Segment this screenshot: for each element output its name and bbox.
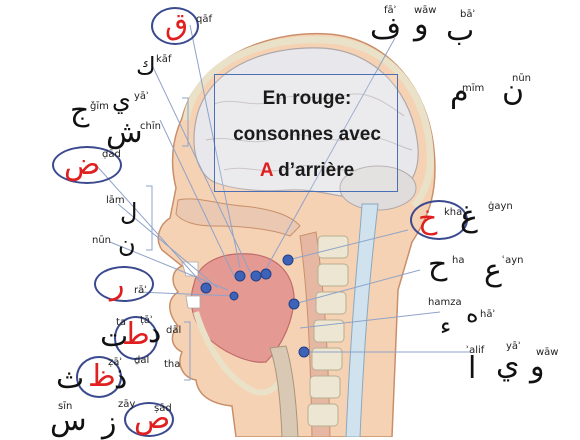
articulation-point	[229, 291, 239, 301]
skull-bone	[182, 36, 434, 209]
label-gayn: ġayn	[488, 201, 513, 212]
label-zay: zāy	[118, 399, 136, 410]
letter-nun-top: ن	[502, 73, 525, 108]
label-ha-end: hāʾ	[480, 309, 496, 320]
nasal-cavity	[175, 198, 301, 237]
articulation-point	[288, 298, 300, 310]
letter-ta: ت	[100, 319, 129, 354]
articulation-point	[250, 270, 262, 282]
letter-za: ظ	[88, 359, 116, 394]
label-zal: ḏal	[134, 355, 150, 366]
articulation-point	[234, 270, 246, 282]
label-tha: tha	[164, 359, 181, 370]
letter-ba: ب	[446, 13, 475, 48]
articulation-point	[200, 282, 212, 294]
label-dal: dāl	[166, 325, 182, 336]
label-ba: bāʾ	[460, 9, 476, 20]
articulation-points	[200, 254, 310, 358]
larynx	[269, 345, 299, 437]
letter-zal: ذ	[114, 361, 128, 396]
letter-dal: د	[148, 315, 162, 350]
ring-kha	[410, 200, 468, 240]
ring-ta-emph	[114, 316, 158, 360]
label-kha: kha	[444, 207, 463, 218]
label-ta-emph: ṭāʾ	[140, 315, 154, 326]
letter-kha: خ	[418, 201, 438, 236]
label-lam: lām	[106, 195, 125, 206]
letter-kaf: ك	[136, 52, 156, 80]
letter-zay: ز	[102, 405, 117, 440]
letter-ha-light: ح	[428, 247, 448, 282]
label-brackets	[146, 97, 191, 381]
articulation-point	[260, 268, 272, 280]
letter-ayn: ع	[484, 253, 502, 288]
label-hamza: hamza	[428, 297, 462, 308]
label-ta: ta	[116, 317, 127, 328]
label-fa: fāʾ	[384, 5, 397, 16]
vertebrae	[307, 235, 349, 427]
lower-teeth	[185, 295, 201, 309]
label-waw-top: wāw	[414, 5, 437, 16]
letter-ha-end: ه	[466, 300, 479, 328]
letter-waw-top: و	[414, 7, 429, 42]
label-ha-light: ha	[452, 255, 465, 266]
leader-lines	[95, 24, 470, 353]
ring-za	[76, 356, 122, 398]
letter-ta-emph: ط	[122, 317, 150, 352]
letter-gayn: غ	[460, 199, 478, 234]
letter-jim: ج	[70, 93, 90, 128]
letter-tha: ث	[56, 361, 85, 396]
label-jim: ǧīm	[90, 101, 109, 112]
letter-sad: ص	[134, 401, 171, 436]
label-waw-bottom: wāw	[536, 347, 559, 358]
label-sin: sīn	[58, 401, 73, 412]
label-chin: chīn	[140, 121, 161, 132]
letter-chin: ش	[106, 115, 143, 150]
letter-waw-bottom: و	[530, 349, 545, 384]
letter-ra: ر	[110, 267, 125, 302]
articulation-point	[282, 254, 294, 266]
label-za: ẓāʾ	[108, 357, 123, 368]
ring-dad	[52, 146, 122, 184]
letter-sin: س	[50, 403, 87, 438]
label-nun-left: nūn	[92, 235, 112, 246]
letter-alif: ا	[468, 351, 477, 386]
letter-ya-bottom: ي	[496, 347, 520, 382]
label-ra: rāʾ	[134, 285, 148, 296]
brain-folds	[205, 93, 413, 172]
label-ya-top: yāʾ	[134, 91, 150, 102]
letter-ya-top: ي	[112, 86, 131, 114]
articulation-point	[298, 346, 310, 358]
letter-mim: م	[450, 75, 469, 110]
letter-qaf: ق	[165, 7, 189, 42]
letter-lam: ل	[120, 198, 138, 226]
label-mim: mīm	[462, 83, 485, 94]
letter-hamza: ء	[440, 312, 452, 340]
label-qaf: qāf	[196, 14, 212, 25]
label-ya-bottom: yāʾ	[506, 341, 522, 352]
letter-nun-left: ن	[118, 230, 136, 258]
legend-line-2: consonnes avec	[233, 124, 381, 145]
legend-letter-a: A	[259, 160, 273, 181]
legend-line-1: En rouge:	[262, 88, 352, 109]
label-alif: ʾalif	[466, 345, 485, 356]
ring-ra	[94, 266, 154, 302]
legend-line-3-rest: d’arrière	[272, 160, 355, 181]
letter-dad: ض	[64, 147, 101, 182]
legend-line-3: A d’arrière	[215, 161, 399, 180]
label-kaf: kāf	[156, 54, 172, 65]
label-sad: ṣād	[154, 403, 172, 414]
letter-fa: ف	[370, 11, 402, 46]
ring-sad	[124, 402, 174, 437]
legend-box: En rouge: consonnes avec A d’arrière	[214, 74, 398, 192]
label-ayn: ʿayn	[502, 255, 524, 266]
label-dad: ḍād	[102, 149, 121, 160]
label-nun-top: nūn	[512, 73, 532, 84]
ring-qaf	[151, 7, 199, 45]
